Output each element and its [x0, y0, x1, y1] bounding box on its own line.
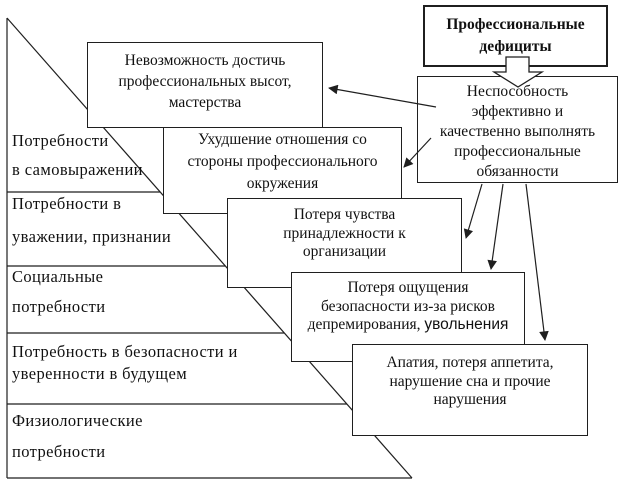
level-self-expression-line1: Потребности [12, 131, 109, 150]
inability-to-perform-box: Неспособность эффективно и качественно в… [417, 76, 618, 183]
arrow-to-lost-safety [487, 183, 504, 270]
effect-box-unreachable-heights: Невозможность достичь профессиональных в… [87, 42, 323, 128]
level-self-expression-line2: в самовыражении [12, 160, 143, 179]
effect-box-lost-safety-line1: Потеря ощущения [347, 279, 469, 296]
level-esteem-line2: уважении, признании [12, 227, 172, 246]
professional-deficits-title-box: Профессиональные дефициты [423, 5, 608, 67]
effect-box-lost-safety-line3: депремирования, увольнения [292, 316, 524, 335]
level-social-line1: Социальные [12, 267, 104, 286]
effect-box-lost-safety-line2: безопасности из-за рисков [320, 297, 496, 315]
level-physiological-line1: Физиологические [12, 411, 143, 430]
level-safety-line2: уверенности в будущем [12, 364, 188, 383]
level-social-line2: потребности [12, 297, 106, 316]
arrow-to-apathy [525, 183, 549, 341]
level-physiological-line2: потребности [12, 442, 106, 461]
level-safety-line1: Потребность в безопасности и [12, 342, 238, 361]
lost-safety-line3-sans: увольнения [424, 316, 509, 333]
effect-box-apathy: Апатия, потеря аппетита, нарушение сна и… [352, 344, 588, 436]
level-esteem-line1: Потребности в [12, 194, 122, 213]
lost-safety-line3-serif: депремирования, [307, 316, 425, 333]
arrow-to-lost-belonging [463, 183, 483, 239]
